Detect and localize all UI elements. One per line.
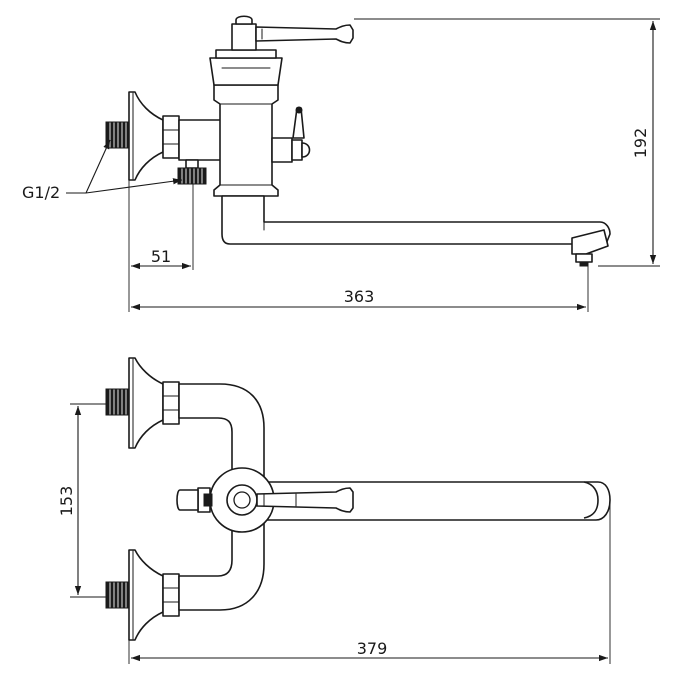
dim-label-363: 363	[344, 287, 375, 306]
top-lever-handle	[203, 487, 354, 513]
dim-label-153: 153	[57, 486, 76, 517]
top-u-body	[178, 383, 265, 611]
side-hex-nut	[162, 115, 180, 159]
dim-label-379: 379	[357, 639, 388, 658]
dim-363	[131, 266, 589, 312]
side-lever-handle	[231, 15, 354, 51]
top-flange-upper	[105, 357, 180, 449]
side-wall-flange	[128, 91, 164, 181]
side-diverter-knob	[271, 106, 311, 163]
side-shower-outlet-nut	[177, 159, 207, 185]
side-body-column	[209, 49, 283, 197]
dim-379	[128, 502, 611, 664]
side-thread-inlet	[105, 121, 129, 149]
side-spout	[221, 195, 611, 267]
top-flange-lower	[105, 549, 180, 641]
top-view: 153 379	[57, 357, 611, 664]
dim-label-51: 51	[151, 247, 171, 266]
side-view: 192 51 363 G1/2	[22, 15, 660, 312]
thread-callout-leaders	[66, 139, 183, 194]
dim-192	[354, 18, 660, 267]
dim-153	[70, 403, 106, 598]
thread-callout-label: G1/2	[22, 183, 60, 202]
dim-label-192: 192	[631, 128, 650, 159]
dim-51	[128, 176, 194, 312]
